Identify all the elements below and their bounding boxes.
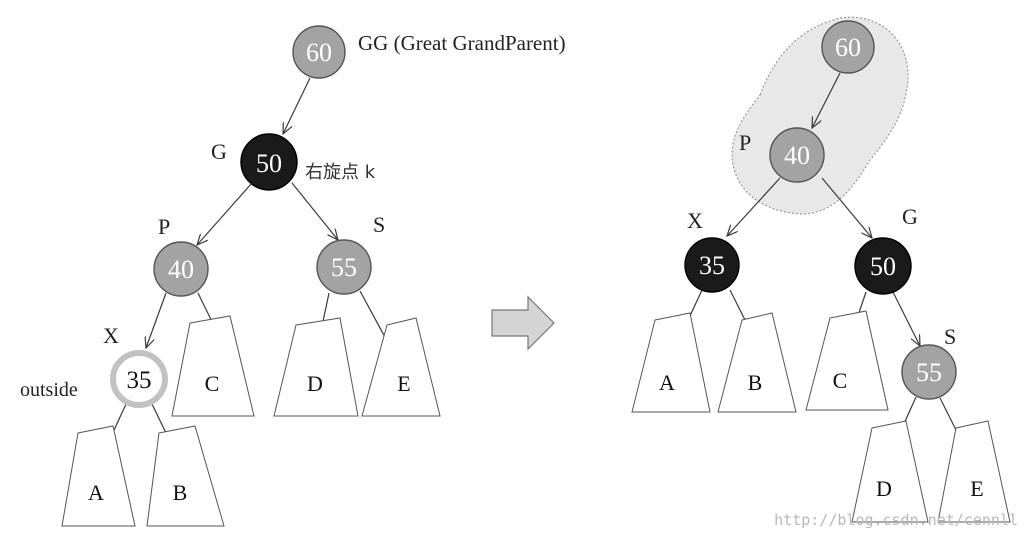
node-gg-tag: GG (Great GrandParent) bbox=[358, 31, 566, 55]
node-s: 55 bbox=[901, 344, 957, 400]
subtree-d-label: D bbox=[876, 476, 892, 501]
node-s-value: 55 bbox=[331, 253, 357, 282]
node-x: 35 bbox=[684, 237, 740, 293]
node-g-tag: G bbox=[902, 204, 918, 229]
right-subtrees bbox=[631, 310, 1011, 523]
node-p: 40 bbox=[769, 127, 825, 183]
node-s-tag: S bbox=[944, 324, 956, 349]
edge-p-x bbox=[727, 177, 781, 236]
edge-gg-p bbox=[812, 72, 841, 128]
subtree-d-shape bbox=[851, 420, 929, 523]
node-gg-value: 60 bbox=[306, 38, 332, 67]
node-x-value: 35 bbox=[127, 367, 152, 394]
subtree-e-label: E bbox=[397, 371, 410, 396]
node-x-tag: X bbox=[687, 208, 703, 233]
node-s-value: 55 bbox=[916, 358, 942, 387]
left-tree: C D E A B 60 GG (Great GrandParent) 50 G… bbox=[20, 25, 566, 527]
node-g: 50 bbox=[854, 237, 912, 295]
node-gg-value: 60 bbox=[835, 33, 861, 62]
subtree-b-shape bbox=[717, 312, 797, 413]
subtree-b-shape bbox=[146, 425, 225, 527]
rotation-point-note: 右旋点 k bbox=[305, 162, 376, 183]
subtree-a-label: A bbox=[88, 480, 104, 505]
subtree-d-shape bbox=[273, 317, 359, 417]
node-p-tag: P bbox=[158, 214, 170, 239]
node-s: 55 bbox=[316, 239, 372, 295]
subtree-a-shape bbox=[61, 425, 136, 527]
node-x: 35 bbox=[110, 350, 168, 408]
subtree-e-label: E bbox=[970, 476, 983, 501]
subtree-d-label: D bbox=[307, 371, 323, 396]
outside-label: outside bbox=[20, 379, 78, 401]
edge-p-g bbox=[821, 177, 872, 238]
node-x-tag: X bbox=[103, 323, 119, 348]
watermark: http://blog.csdn.net/cennll bbox=[774, 511, 1018, 529]
subtree-e-shape bbox=[937, 420, 1011, 523]
node-gg: 60 bbox=[292, 25, 346, 79]
node-p-value: 40 bbox=[168, 255, 194, 284]
right-tree: A B C D E 60 40 P 35 X 50 G 55 bbox=[631, 16, 1011, 523]
node-g-tag: G bbox=[211, 139, 227, 164]
edge-p-x bbox=[146, 292, 167, 348]
left-subtrees bbox=[61, 315, 441, 527]
node-p-value: 40 bbox=[784, 141, 810, 170]
highlight-cloud bbox=[731, 16, 909, 215]
node-p: 40 bbox=[153, 241, 209, 297]
edge-g-s bbox=[892, 291, 920, 346]
node-x-value: 35 bbox=[699, 251, 725, 280]
subtree-c-label: C bbox=[205, 371, 220, 396]
edge-g-s bbox=[291, 182, 338, 240]
subtree-c-label: C bbox=[833, 368, 848, 393]
subtree-b-label: B bbox=[173, 480, 188, 505]
node-gg: 60 bbox=[821, 20, 875, 74]
node-g-value: 50 bbox=[870, 252, 896, 281]
subtree-c-shape bbox=[805, 310, 889, 411]
edge-gg-g bbox=[283, 77, 311, 134]
subtree-b-label: B bbox=[748, 370, 763, 395]
transform-arrow-icon bbox=[491, 295, 555, 351]
subtree-c-shape bbox=[171, 315, 255, 417]
subtree-e-shape bbox=[361, 317, 441, 417]
edge-g-p bbox=[197, 182, 253, 245]
node-s-tag: S bbox=[373, 212, 385, 237]
subtree-a-shape bbox=[631, 312, 711, 413]
node-g-value: 50 bbox=[256, 149, 282, 178]
node-p-tag: P bbox=[739, 130, 751, 155]
node-g: 50 bbox=[240, 133, 298, 191]
subtree-a-label: A bbox=[659, 370, 675, 395]
